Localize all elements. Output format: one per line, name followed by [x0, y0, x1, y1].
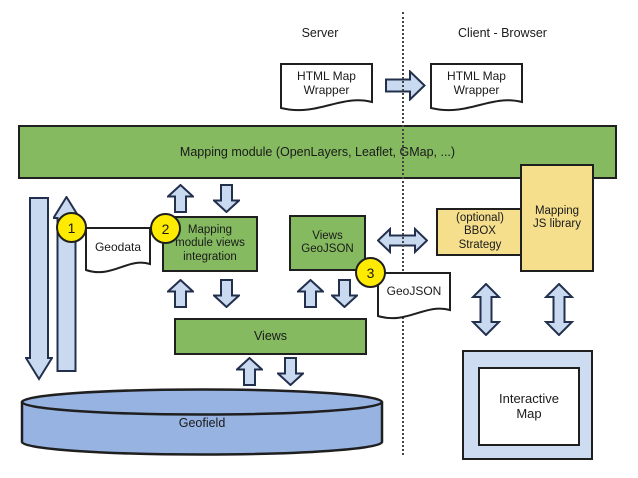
banner-label: Mapping module (OpenLayers, Leaflet, GMa…	[179, 144, 456, 159]
bbox-strategy-box: (optional) BBOX Strategy	[436, 208, 524, 256]
arrow-up-geofield-to-views	[236, 357, 263, 386]
geofield-database-cylinder: Geofield	[20, 388, 384, 456]
integration-label: Mapping module views integration	[175, 224, 245, 263]
mapping-js-library-box: Mapping JS library	[520, 164, 594, 272]
mapping-module-banner: Mapping module (OpenLayers, Leaflet, GMa…	[18, 125, 617, 179]
step-badge-3: 3	[355, 257, 386, 288]
arrow-up-views-to-views-geojson	[297, 279, 324, 308]
step-badge-2: 2	[150, 213, 181, 244]
step-badge-1: 1	[56, 212, 87, 243]
arrow-down-integration-to-views	[213, 279, 240, 308]
step1-step2-connector	[72, 227, 167, 229]
arrow-down-views-to-geofield	[277, 357, 304, 386]
cylinder-shape	[20, 388, 384, 456]
html-map-wrapper-client-doc: HTML Map Wrapper	[430, 63, 523, 113]
arrow-down-views-geojson-to-views	[331, 279, 358, 308]
server-region-label: Server	[301, 26, 339, 40]
document-shape	[377, 272, 451, 320]
geodata-doc: Geodata	[85, 227, 151, 275]
arrow-down-banner-to-integration	[213, 184, 240, 213]
arrow-bidirectional-library-map-right	[544, 283, 574, 336]
geofield-label: Geofield	[178, 416, 226, 430]
client-region-label: Client - Browser	[458, 26, 547, 40]
geojson-doc: GeoJSON	[377, 272, 451, 321]
interactive-map-frame: Interactive Map	[462, 350, 593, 460]
bbox-strategy-label: (optional) BBOX Strategy	[456, 212, 504, 251]
mapping-module-views-integration-box: Mapping module views integration	[162, 216, 258, 272]
views-geojson-box: Views GeoJSON	[289, 215, 366, 271]
doc-label: Geodata	[94, 240, 142, 254]
interactive-map-label: Interactive Map	[499, 390, 559, 421]
doc-label: HTML Map Wrapper	[447, 69, 506, 98]
long-arrow-down-to-geofield	[25, 197, 53, 381]
arrow-bidirectional-library-map-left	[471, 283, 501, 336]
step-badge-1-number: 1	[67, 219, 76, 236]
views-geojson-label: Views GeoJSON	[301, 229, 354, 255]
document-shape	[430, 63, 523, 112]
doc-label: HTML Map Wrapper	[297, 69, 356, 98]
document-shape	[85, 227, 151, 274]
arrow-up-integration-to-banner	[167, 184, 194, 213]
html-map-wrapper-server-doc: HTML Map Wrapper	[280, 63, 373, 113]
step-badge-2-number: 2	[161, 220, 170, 237]
interactive-map-box: Interactive Map	[478, 367, 580, 446]
arrow-wrapper-transfer-right	[385, 70, 426, 101]
server-client-divider-line	[402, 12, 404, 455]
step-badge-3-number: 3	[366, 264, 375, 281]
arrow-up-views-to-integration	[167, 279, 194, 308]
mapping-js-library-label: Mapping JS library	[533, 204, 581, 230]
document-shape	[280, 63, 373, 112]
views-label: Views	[253, 329, 288, 344]
doc-label: GeoJSON	[386, 284, 442, 298]
views-box: Views	[174, 318, 367, 355]
